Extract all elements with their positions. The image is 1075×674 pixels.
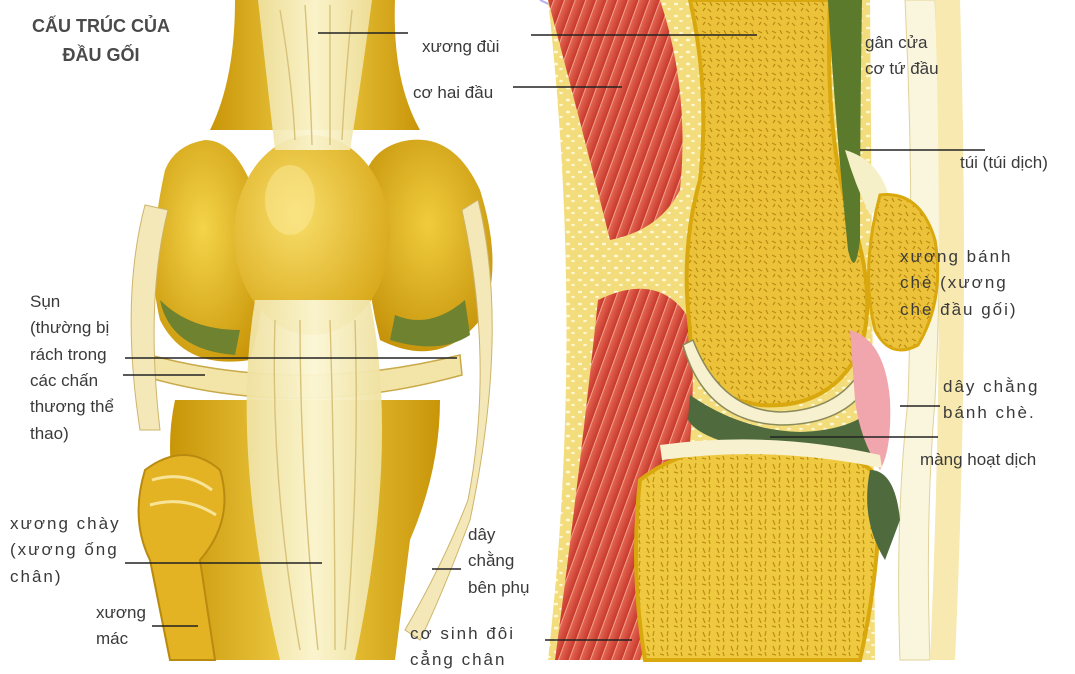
sagittal-section-view [548,0,964,660]
label-gastrocnemius: cơ sinh đôi cẳng chân [410,621,515,674]
label-collateral-ligament: dây chằng bên phụ [468,522,529,601]
label-biceps: cơ hai đầu [413,80,493,106]
diagram-title: CẤU TRÚC CỦA ĐẦU GỐI [32,12,170,70]
label-quadriceps-tendon: gân cửa cơ tứ đầu [865,30,939,83]
label-cartilage: Sụn (thường bị rách trong các chấn thươn… [30,289,114,447]
label-patellar-ligament: dây chằng bánh chè. [943,374,1039,427]
label-patella: xương bánh chè (xương che đầu gối) [900,244,1018,323]
label-fibula: xương mác [96,600,146,653]
label-bursa: túi (túi dịch) [960,150,1048,176]
tibia-section [636,444,880,660]
label-tibia: xương chày (xương ống chân) [10,511,121,590]
label-femur: xương đùi [422,34,499,60]
label-synovial-membrane: màng hoạt dịch [920,447,1036,473]
